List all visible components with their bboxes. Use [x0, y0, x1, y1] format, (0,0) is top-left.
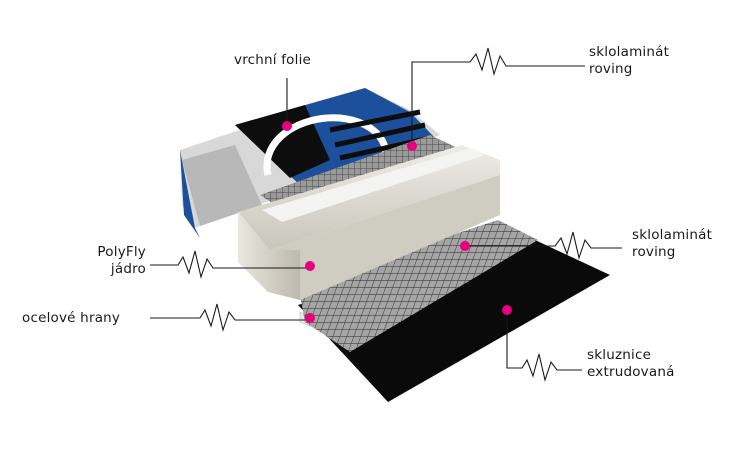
label-core: PolyFly jádro: [84, 244, 146, 278]
marker-steel-edges: [305, 313, 315, 323]
base-layer: [298, 233, 610, 402]
label-top-fiberglass: sklolaminát roving: [589, 44, 669, 78]
core-inner-strip: [262, 148, 485, 222]
marker-top-foil: [282, 121, 292, 131]
label-steel-edges: ocelové hrany: [22, 310, 120, 327]
label-mid-fiberglass-line1: sklolaminát: [632, 227, 713, 243]
label-top-foil: vrchní folie: [234, 52, 311, 69]
label-core-line2: jádro: [110, 261, 146, 277]
marker-core: [305, 261, 315, 271]
leader-lines: [150, 47, 622, 383]
markers: [282, 121, 512, 323]
label-steel-edges-text: ocelové hrany: [22, 310, 121, 326]
core-right-face: [270, 175, 500, 300]
label-base-line1: skluznice: [587, 347, 652, 363]
top-foil-side: [180, 150, 200, 238]
label-base-line2: extrudovaná: [587, 364, 675, 380]
marker-top-fiberglass: [407, 141, 417, 151]
top-foil-grey: [182, 145, 262, 226]
label-core-line1: PolyFly: [97, 244, 146, 260]
label-mid-fiberglass-line2: roving: [632, 244, 676, 260]
mid-fiberglass-layer: [298, 220, 538, 352]
marker-base: [502, 305, 512, 315]
label-top-fiberglass-line2: roving: [589, 61, 633, 77]
core-front: [238, 212, 300, 300]
label-top-foil-text: vrchní folie: [234, 52, 312, 68]
marker-mid-fiberglass: [460, 241, 470, 251]
label-top-fiberglass-line1: sklolaminát: [589, 44, 670, 60]
label-mid-fiberglass: sklolaminát roving: [632, 227, 712, 261]
label-base: skluznice extrudovaná: [587, 347, 675, 381]
